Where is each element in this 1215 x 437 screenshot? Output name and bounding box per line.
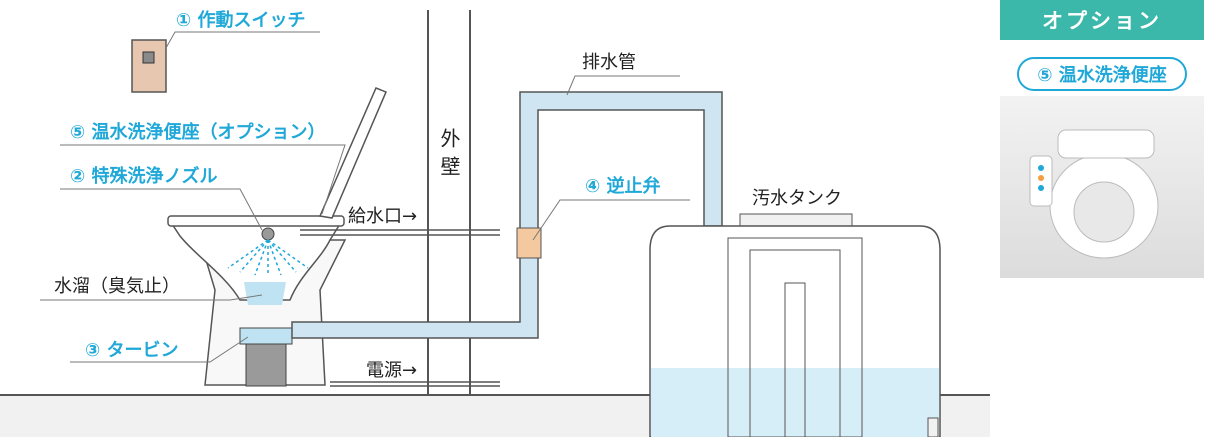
toilet (167, 87, 387, 387)
option-item-label: ⑤ 温水洗浄便座 (1017, 57, 1187, 91)
check-valve (516, 227, 542, 259)
label-seat-option: ⑤ 温水洗浄便座（オプション） (70, 122, 326, 143)
option-header: オプション (1000, 0, 1204, 40)
label-outer-wall: 外壁 (437, 128, 461, 184)
sewage-tank (649, 213, 941, 437)
label-nozzle: ② 特殊洗浄ノズル (70, 166, 218, 187)
label-turbine: ③ タービン (85, 340, 179, 361)
label-water-inlet: 給水口→ (348, 206, 418, 227)
seat-illustration (1029, 129, 1159, 259)
label-water-trap: 水溜（臭気止） (54, 276, 180, 297)
label-switch: ① 作動スイッチ (176, 10, 306, 31)
switch-box (131, 39, 167, 93)
label-power: 電源→ (366, 360, 418, 381)
seat-photo (1000, 96, 1204, 278)
label-check-valve: ④ 逆止弁 (585, 176, 661, 197)
label-sewage-tank: 汚水タンク (752, 188, 842, 209)
label-drain-pipe: 排水管 (582, 52, 636, 73)
